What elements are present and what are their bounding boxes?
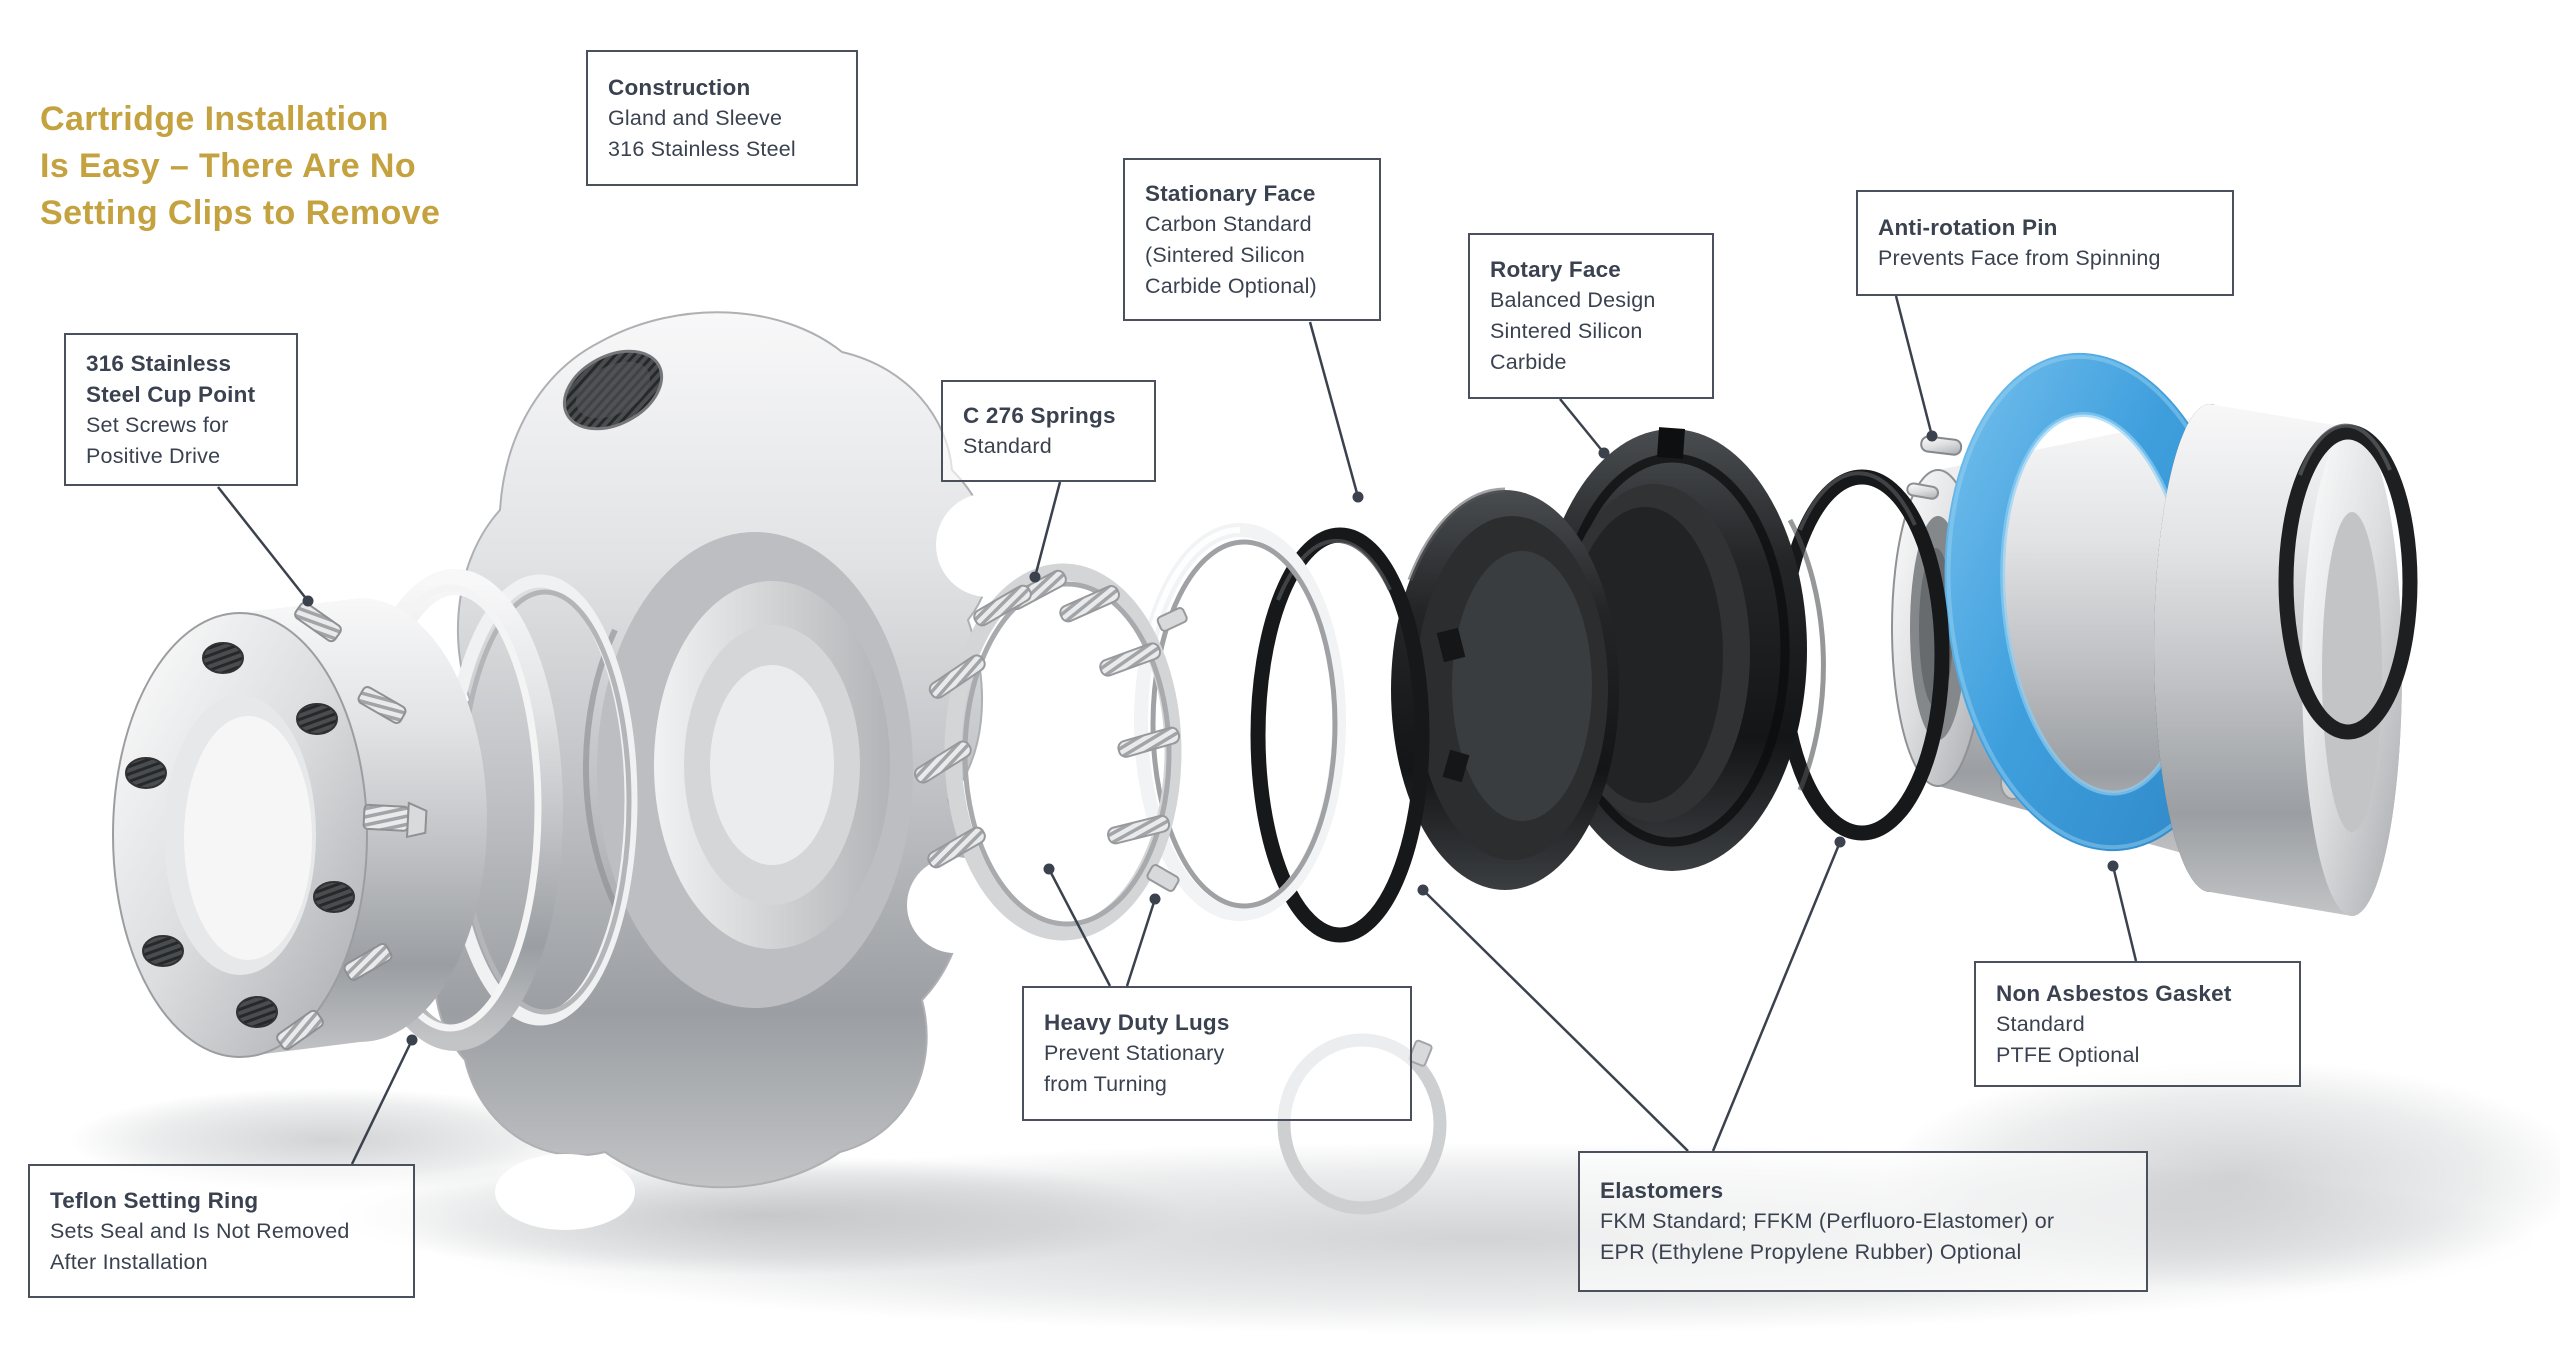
o-ring-1 xyxy=(1250,527,1430,943)
callout-title: Elastomers xyxy=(1600,1178,1724,1203)
coil-springs xyxy=(914,569,1181,869)
leader-line-springs xyxy=(1029,481,1062,583)
leader-line-anti-rotation-pin xyxy=(1894,295,1938,442)
callout-body: Prevents Face from Spinning xyxy=(1878,246,2161,270)
callout-title: Rotary Face xyxy=(1490,257,1622,282)
callout-title: 316 Stainless Steel Cup Point xyxy=(86,350,256,407)
rotary-face-part xyxy=(1537,427,1826,871)
collar-screw-holes xyxy=(125,642,355,1028)
callout-title: Non Asbestos Gasket xyxy=(1996,980,2232,1006)
springs-ring xyxy=(914,563,1188,941)
leader-line-elastomers-a xyxy=(1417,884,1689,1152)
sleeve-flange xyxy=(2154,404,2402,916)
callout-title: Construction xyxy=(608,74,751,100)
leader-line-gasket xyxy=(2107,860,2138,962)
leader-line-stationary-face xyxy=(1308,321,1364,503)
callout-title: C 276 Springs xyxy=(963,403,1116,428)
leader-line-cup-point xyxy=(217,486,314,607)
polished-ring xyxy=(1134,523,1346,921)
collar-ring xyxy=(112,598,487,1058)
gland-port xyxy=(562,349,664,431)
callout-cup-point: 316 Stainless Steel Cup Point Set Screws… xyxy=(64,333,298,486)
stationary-face-part xyxy=(1391,487,1619,890)
set-screws xyxy=(276,601,428,1051)
callout-springs: C 276 Springs Standard xyxy=(941,380,1156,482)
leader-line-lugs-b xyxy=(1125,893,1161,987)
o-ring-right xyxy=(2278,423,2418,740)
callout-title: Heavy Duty Lugs xyxy=(1044,1010,1230,1035)
leader-line-rotary-face xyxy=(1559,398,1610,459)
gland xyxy=(433,311,1040,1230)
leader-line-elastomers-b xyxy=(1711,836,1846,1152)
leader-line-teflon-setting-ring xyxy=(350,1034,418,1165)
callout-elastomers: Elastomers FKM Standard; FFKM (Perfluoro… xyxy=(1578,1151,2148,1292)
callout-body: FKM Standard; FFKM (Perfluoro-Elastomer)… xyxy=(1600,1209,2055,1264)
callout-anti-rotation-pin: Anti-rotation Pin Prevents Face from Spi… xyxy=(1856,190,2234,296)
callout-title: Stationary Face xyxy=(1145,180,1316,206)
callout-title: Anti-rotation Pin xyxy=(1878,215,2058,240)
callout-body: Standard xyxy=(963,434,1052,458)
callout-teflon-setting-ring: Teflon Setting Ring Sets Seal and Is Not… xyxy=(28,1164,415,1298)
leader-lines xyxy=(217,295,2138,1165)
leader-line-lugs-a xyxy=(1043,863,1112,987)
callout-stationary-face: Stationary Face Carbon Standard(Sintered… xyxy=(1123,158,1381,321)
callout-title: Teflon Setting Ring xyxy=(50,1187,259,1213)
